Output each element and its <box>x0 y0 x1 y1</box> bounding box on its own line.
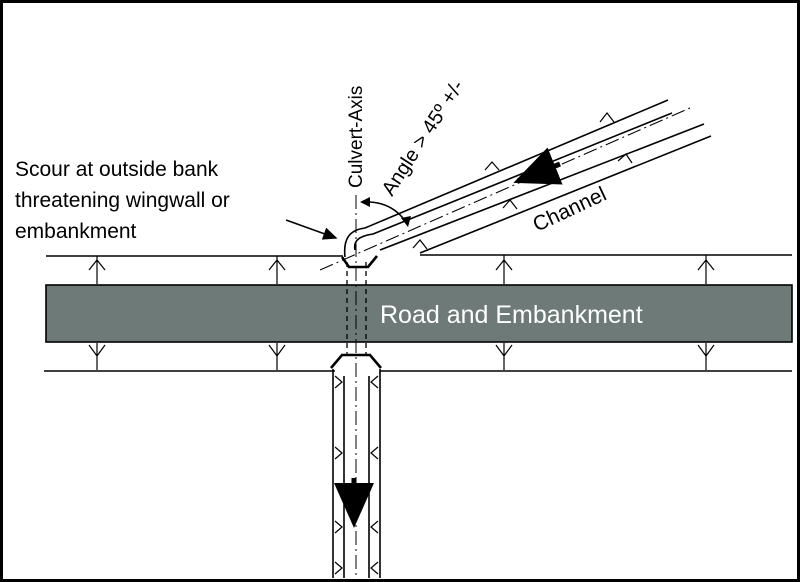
angle-label: Angle > 45º +/- <box>378 76 469 199</box>
channel-centerline <box>319 107 691 271</box>
outlet-headwall <box>330 353 382 369</box>
angle-arc-arrow-left <box>360 197 370 207</box>
channel-flow-arrow <box>513 147 563 185</box>
top-slope-symbols <box>88 255 715 284</box>
angle-arc-arrow-right <box>401 216 411 227</box>
scour-label-line-3: embankment <box>15 220 137 243</box>
culvert-axis-label: Culvert-Axis <box>346 86 367 188</box>
road-label: Road and Embankment <box>380 301 643 329</box>
approach-channel <box>343 99 712 258</box>
scour-label-line-1: Scour at outside bank <box>15 158 219 181</box>
scour-leader-arrow <box>285 219 338 240</box>
outlet-channel <box>332 369 381 578</box>
road-embankment-band <box>45 284 793 343</box>
scour-label-line-2: threatening wingwall or <box>15 189 230 212</box>
bottom-slope-symbols <box>88 343 715 370</box>
culvert-barrel <box>346 262 367 355</box>
channel-label: Channel <box>529 183 610 237</box>
inlet-headwall <box>340 255 379 269</box>
